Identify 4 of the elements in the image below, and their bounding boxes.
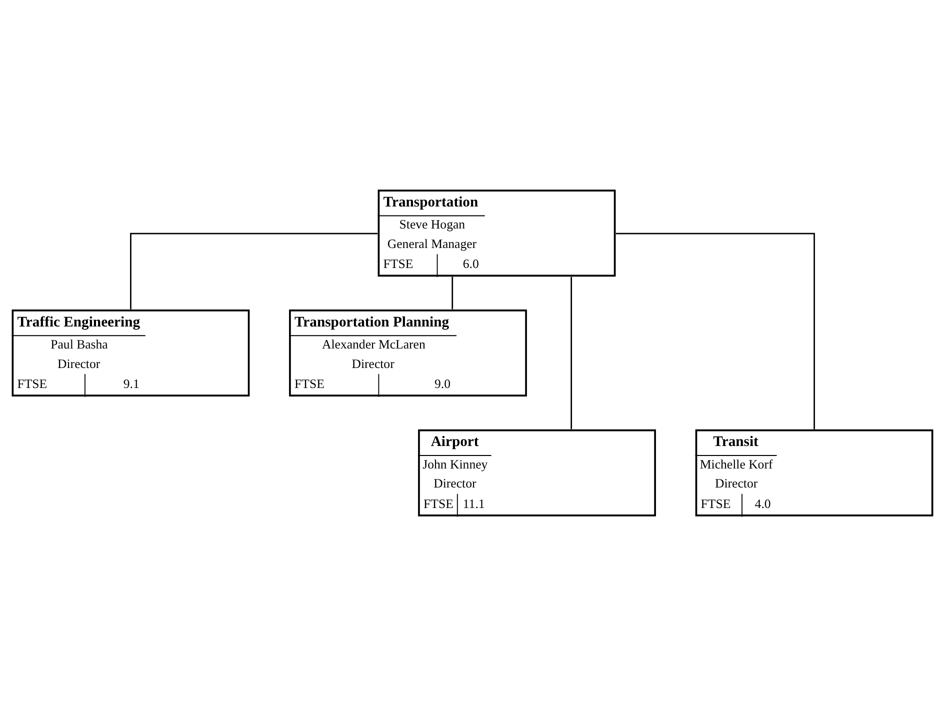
connector bbox=[570, 276, 572, 430]
connector bbox=[616, 232, 815, 430]
connector bbox=[130, 232, 378, 310]
connector bbox=[452, 276, 454, 310]
